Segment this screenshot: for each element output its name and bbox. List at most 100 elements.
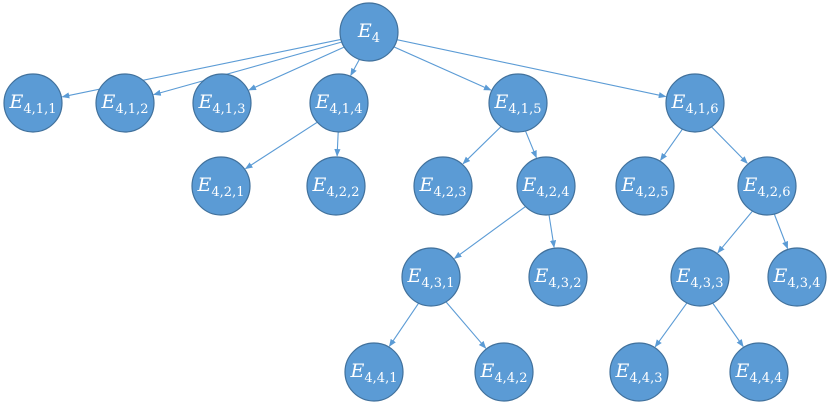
node-label-base: E bbox=[407, 265, 422, 287]
node-label: E4,2,4 bbox=[522, 174, 570, 200]
node-label-subscript: 4,3,1 bbox=[421, 276, 454, 291]
node-E441: E4,4,1 bbox=[344, 342, 404, 402]
node-circle bbox=[615, 156, 675, 216]
node-label-subscript: 4,3,4 bbox=[787, 276, 820, 291]
node-label-base: E bbox=[676, 265, 691, 287]
node-E432: E4,3,2 bbox=[528, 247, 588, 307]
node-label-subscript: 4,4,1 bbox=[364, 371, 397, 386]
node-circle bbox=[767, 247, 827, 307]
edge-E414-E421 bbox=[244, 114, 330, 170]
edge-E4-E415 bbox=[379, 40, 492, 91]
node-label-subscript: 4,1,1 bbox=[23, 102, 56, 117]
node-circle bbox=[95, 73, 155, 133]
node-label: E4,2,3 bbox=[419, 174, 467, 200]
node-E434: E4,3,4 bbox=[767, 247, 827, 307]
node-circle bbox=[192, 73, 252, 133]
node-label: E4,1,1 bbox=[9, 91, 57, 117]
node-label: E4,3,3 bbox=[676, 265, 724, 291]
node-label-base: E bbox=[198, 91, 213, 113]
node-circle bbox=[3, 73, 63, 133]
node-E431: E4,3,1 bbox=[401, 247, 461, 307]
node-label-base: E bbox=[312, 174, 327, 196]
node-circle bbox=[339, 2, 399, 62]
node-label-base: E bbox=[615, 360, 630, 382]
edge-E4-E412 bbox=[153, 37, 358, 96]
node-label-subscript: 4,1,5 bbox=[508, 102, 541, 117]
node-label-base: E bbox=[480, 360, 495, 382]
node-E424: E4,2,4 bbox=[516, 156, 576, 216]
node-label: E4,3,4 bbox=[773, 265, 821, 291]
edge-E424-E431 bbox=[453, 197, 537, 259]
node-label-subscript: 4,4,3 bbox=[629, 371, 662, 386]
node-circle bbox=[474, 342, 534, 402]
node-label-subscript: 4,2,4 bbox=[536, 185, 569, 200]
node-E442: E4,4,2 bbox=[474, 342, 534, 402]
node-label-base: E bbox=[419, 174, 434, 196]
node-label-subscript: 4,2,6 bbox=[757, 185, 790, 200]
node-label-subscript: 4,2,1 bbox=[211, 185, 244, 200]
node-circle bbox=[729, 342, 789, 402]
node-label-subscript: 4,1,6 bbox=[685, 102, 718, 117]
node-label-subscript: 4,2,2 bbox=[326, 185, 359, 200]
node-label-subscript: 4,2,3 bbox=[433, 185, 466, 200]
node-circle bbox=[191, 156, 251, 216]
node-circle bbox=[609, 342, 669, 402]
node-label: E4,2,6 bbox=[743, 174, 791, 200]
node-E444: E4,4,4 bbox=[729, 342, 789, 402]
node-label-subscript: 4,3,2 bbox=[548, 276, 581, 291]
node-E422: E4,2,2 bbox=[306, 156, 366, 216]
node-label-subscript: 4,3,3 bbox=[690, 276, 723, 291]
edge-E4-E416 bbox=[380, 35, 667, 99]
node-label-subscript: 4,1,3 bbox=[212, 102, 245, 117]
node-E423: E4,2,3 bbox=[413, 156, 473, 216]
node-label: E4,1,2 bbox=[101, 91, 149, 117]
node-E411: E4,1,1 bbox=[3, 73, 63, 133]
node-label-base: E bbox=[494, 91, 509, 113]
node-label: E4,1,4 bbox=[315, 91, 363, 117]
node-E416: E4,1,6 bbox=[665, 73, 725, 133]
node-circle bbox=[401, 247, 461, 307]
node-label: E4,4,1 bbox=[350, 360, 398, 386]
node-E4: E4 bbox=[339, 2, 399, 62]
node-label-base: E bbox=[357, 20, 372, 42]
node-circle bbox=[670, 247, 730, 307]
node-E415: E4,1,5 bbox=[488, 73, 548, 133]
node-label-base: E bbox=[522, 174, 537, 196]
node-label-subscript: 4,4,4 bbox=[749, 371, 782, 386]
node-label: E4,1,6 bbox=[671, 91, 719, 117]
node-label: E4,2,5 bbox=[621, 174, 669, 200]
node-label: E4,4,2 bbox=[480, 360, 528, 386]
node-E433: E4,3,3 bbox=[670, 247, 730, 307]
node-circle bbox=[665, 73, 725, 133]
node-label-subscript: 4,1,2 bbox=[115, 102, 148, 117]
node-E421: E4,2,1 bbox=[191, 156, 251, 216]
edge-E4-E413 bbox=[248, 40, 359, 91]
node-label-subscript: 4,2,5 bbox=[635, 185, 668, 200]
node-label: E4,2,1 bbox=[197, 174, 245, 200]
node-label-base: E bbox=[197, 174, 212, 196]
node-label-base: E bbox=[9, 91, 24, 113]
node-label: E4,3,1 bbox=[407, 265, 455, 291]
node-label: E4,2,2 bbox=[312, 174, 360, 200]
node-label-base: E bbox=[101, 91, 116, 113]
node-label: E4,1,3 bbox=[198, 91, 246, 117]
node-circle bbox=[737, 156, 797, 216]
node-label-subscript: 4,1,4 bbox=[329, 102, 362, 117]
node-label-base: E bbox=[621, 174, 636, 196]
node-label-base: E bbox=[534, 265, 549, 287]
node-label-base: E bbox=[350, 360, 365, 382]
node-E414: E4,1,4 bbox=[309, 73, 369, 133]
node-label-base: E bbox=[735, 360, 750, 382]
node-circle bbox=[488, 73, 548, 133]
node-label-subscript: 4,4,2 bbox=[494, 371, 527, 386]
node-E413: E4,1,3 bbox=[192, 73, 252, 133]
node-circle bbox=[516, 156, 576, 216]
node-label: E4,3,2 bbox=[534, 265, 582, 291]
node-circle bbox=[306, 156, 366, 216]
node-circle bbox=[528, 247, 588, 307]
node-E426: E4,2,6 bbox=[737, 156, 797, 216]
node-label: E4,4,4 bbox=[735, 360, 783, 386]
node-label: E4 bbox=[357, 20, 380, 46]
